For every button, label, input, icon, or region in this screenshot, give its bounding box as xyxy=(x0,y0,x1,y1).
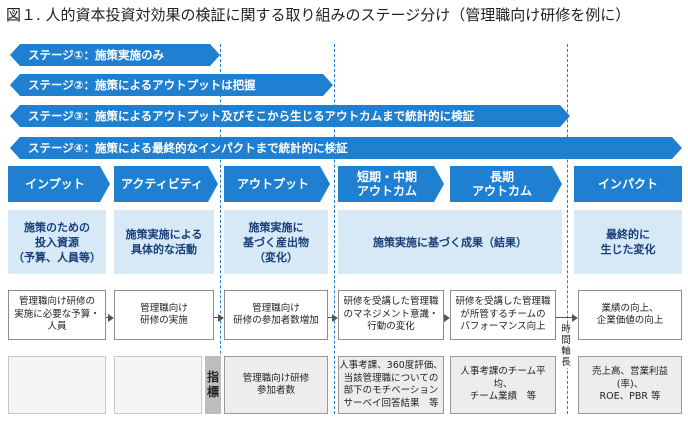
stage-arrow-4: ステージ④：施策による最終的なインパクトまで統計的に検証 xyxy=(10,137,682,159)
indicator-input-empty xyxy=(8,356,106,414)
indicator-output: 管理職向け研修 参加者数 xyxy=(224,356,328,414)
stage-label-3: ステージ③：施策によるアウトプット及びそこから生じるアウトカムまで統計的に検証 xyxy=(28,109,475,123)
stage-label-2: ステージ②：施策によるアウトプットは把握 xyxy=(28,78,256,92)
flow-line-5 xyxy=(556,317,572,318)
indicator-short-mid-outcome: 人事考課、360度評価、 当該管理職についての 部下のモチベーション サーベイ回… xyxy=(338,356,444,414)
example-activity: 管理職向け 研修の実施 xyxy=(114,290,214,340)
header-impact: インパクト xyxy=(574,166,682,202)
indicator-label: 指 標 xyxy=(205,356,221,414)
flow-arrow-4 xyxy=(444,314,450,322)
desc-impact: 最終的に 生じた変化 xyxy=(574,210,682,274)
indicator-activity-empty xyxy=(114,356,202,414)
example-long-outcome: 研修を受講した管理職 が所管するチームの パフォーマンス向上 xyxy=(450,290,556,340)
stage-label-1: ステージ①：施策実施のみ xyxy=(28,48,165,62)
example-input: 管理職向け研修の 実施に必要な予算・ 人員 xyxy=(8,290,106,340)
desc-output: 施策実施に 基づく産出物 （変化） xyxy=(224,210,328,274)
header-activity: アクティビティ xyxy=(114,166,218,202)
stage-arrow-1: ステージ①：施策実施のみ xyxy=(10,44,220,66)
flow-arrow-3 xyxy=(332,314,338,322)
time-axis-label: 時 間 軸 長 xyxy=(559,324,573,368)
figure-title: 図１. 人的資本投資対効果の検証に関する取り組みのステージ分け（管理職向け研修を… xyxy=(6,6,631,24)
desc-outcome: 施策実施に基づく成果（結果） xyxy=(338,210,562,274)
desc-input: 施策のための 投入資源 （予算、人員等） xyxy=(8,210,106,274)
stage-divider-1 xyxy=(220,44,221,414)
indicator-long-outcome: 人事考課のチーム平均、 チーム業績 等 xyxy=(450,356,556,414)
flow-line-2 xyxy=(214,317,219,318)
example-impact: 業績の向上、 企業価値の向上 xyxy=(578,290,682,340)
stage-label-4: ステージ④：施策による最終的なインパクトまで統計的に検証 xyxy=(28,141,348,155)
flow-line-1 xyxy=(106,317,109,318)
flow-arrow-5 xyxy=(572,314,578,322)
flow-arrow-1 xyxy=(108,314,114,322)
flow-line-3 xyxy=(328,317,333,318)
stage-arrow-3: ステージ③：施策によるアウトプット及びそこから生じるアウトカムまで統計的に検証 xyxy=(10,105,570,127)
example-short-mid-outcome: 研修を受講した管理職 のマネジメント意識・ 行動の変化 xyxy=(338,290,444,340)
example-output: 管理職向け 研修の参加者数増加 xyxy=(224,290,328,340)
stage-divider-3 xyxy=(567,44,568,414)
header-long-outcome: 長期 アウトカム xyxy=(450,166,562,202)
desc-activity: 施策実施による 具体的な活動 xyxy=(114,210,214,274)
stage-arrow-2: ステージ②：施策によるアウトプットは把握 xyxy=(10,74,333,96)
flow-arrow-2 xyxy=(218,314,224,322)
indicator-impact: 売上高、営業利益(率)、 ROE、PBR 等 xyxy=(578,356,682,414)
stage-divider-2 xyxy=(334,44,335,414)
header-short-mid-outcome: 短期・中期 アウトカム xyxy=(338,166,444,202)
header-output: アウトプット xyxy=(224,166,330,202)
header-input: インプット xyxy=(8,166,110,202)
